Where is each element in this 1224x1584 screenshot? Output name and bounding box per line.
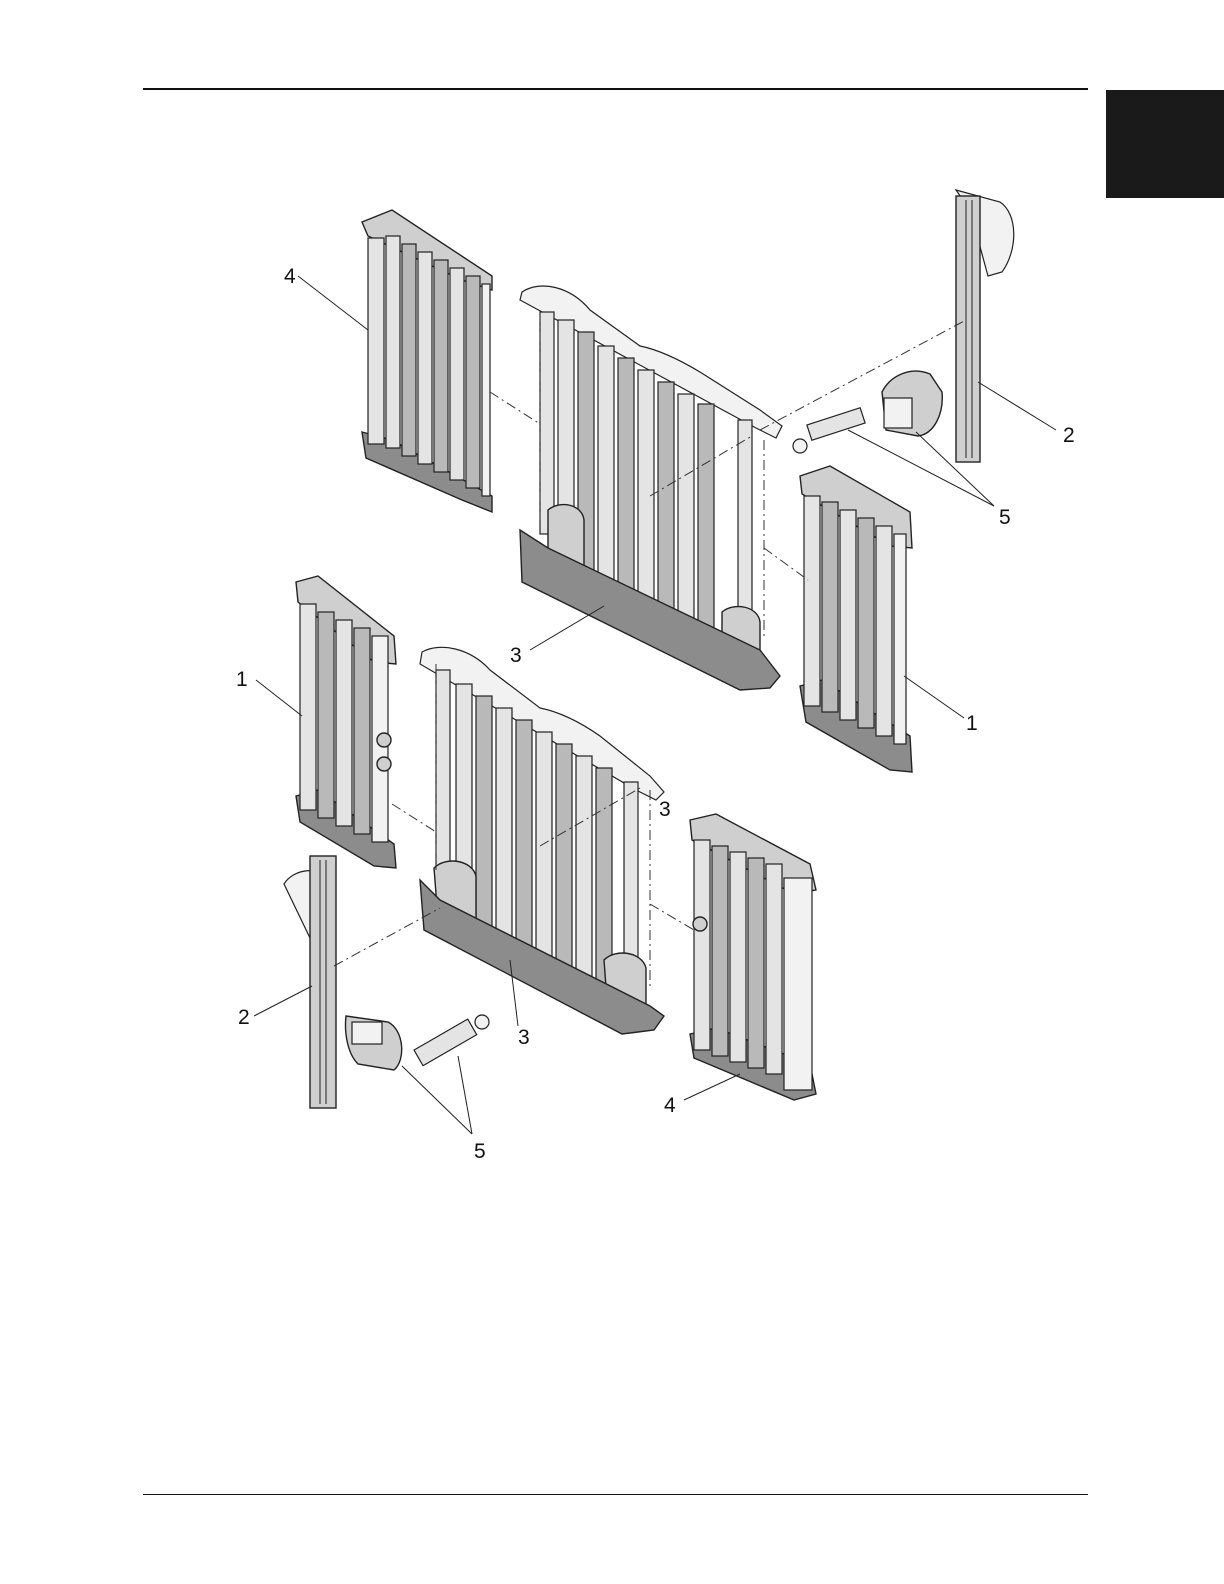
side-rail-panel-lower-left [296, 576, 396, 868]
callout-5-top: 5 [999, 506, 1011, 529]
callout-3-mid: 3 [659, 798, 671, 821]
callout-1-right: 1 [966, 712, 978, 735]
side-rail-panel-lower-right [690, 814, 816, 1100]
callout-3-upper: 3 [510, 644, 522, 667]
center-rail-lower [420, 647, 664, 1034]
callout-2-bottom: 2 [238, 1006, 250, 1029]
callout-4-top: 4 [284, 265, 296, 288]
callout-2-top: 2 [1063, 424, 1075, 447]
callout-3-lower: 3 [518, 1026, 530, 1049]
side-rail-panel-upper-right [800, 466, 912, 772]
end-post-lower-left [284, 856, 336, 1108]
callout-1-left: 1 [236, 668, 248, 691]
side-rail-panel-upper-left [362, 210, 492, 512]
callout-5-bottom: 5 [474, 1140, 486, 1163]
center-rail-upper [520, 286, 782, 690]
latch-assembly-lower [346, 1015, 490, 1070]
callout-4-bottom: 4 [664, 1094, 676, 1117]
end-post-upper-right [956, 190, 1014, 462]
